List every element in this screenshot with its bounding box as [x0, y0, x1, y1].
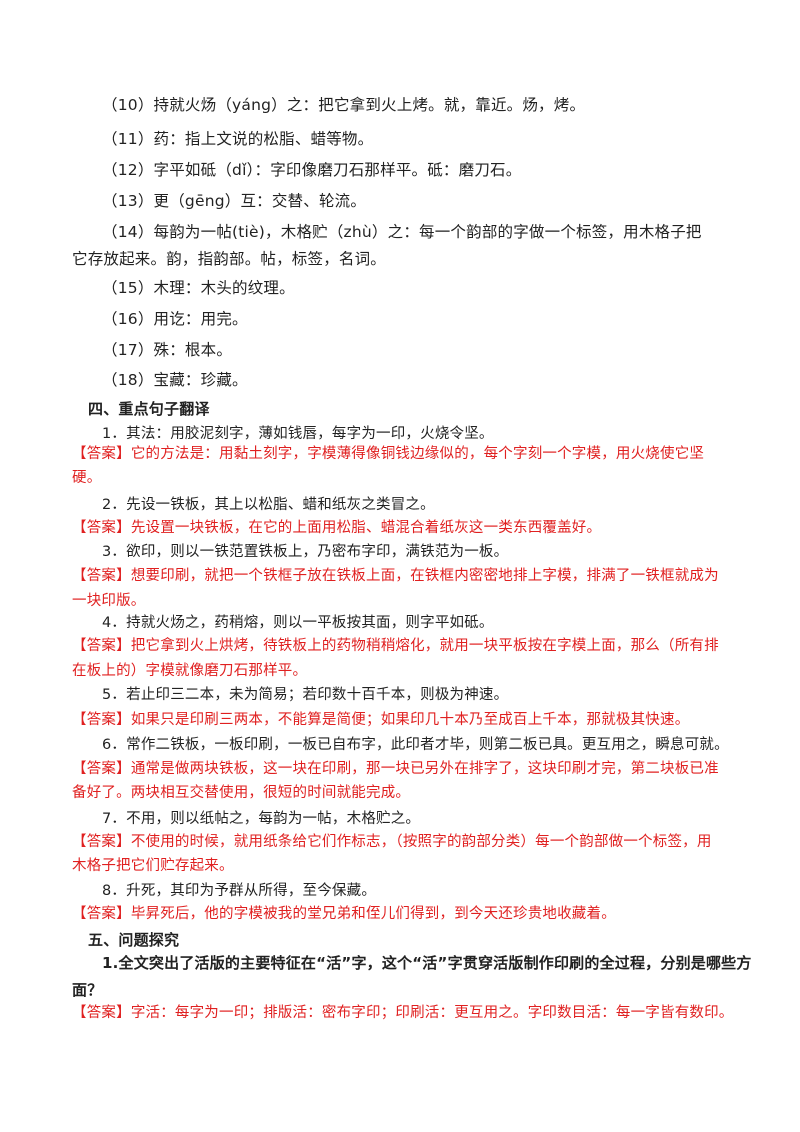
answer-text: 通常是做两块铁板，这一块在印刷，那一块已另外在排字了，这块印刷才完，第二块板已准 — [130, 761, 719, 777]
section-heading-4: 四、重点句子翻译 — [88, 400, 210, 418]
answer-1-continued: 硬。 — [72, 470, 102, 486]
sentence-8: 8．升死，其印为予群从所得，至今保藏。 — [102, 883, 377, 899]
answer-tag: 【答案】 — [72, 712, 131, 728]
note-17: （17）殊：根本。 — [102, 341, 233, 359]
answer-tag: 【答案】 — [72, 446, 131, 462]
sentence-6: 6．常作二铁板，一板印刷，一板已自布字，此印者才毕，则第二板已具。更互用之，瞬息… — [102, 737, 729, 753]
note-13: （13）更（gēng）互：交替、轮流。 — [102, 192, 367, 210]
sentence-4: 4．持就火炀之，药稍熔，则以一平板按其面，则字平如砥。 — [102, 615, 494, 631]
final-answer: 【答案】字活：每字为一印；排版活：密布字印；印刷活：更互用之。字印数目活：每一字… — [72, 998, 734, 1028]
note-16: （16）用讫：用完。 — [102, 310, 248, 328]
note-12: （12）字平如砥（dǐ）：字印像磨刀石那样平。砥：磨刀石。 — [102, 161, 522, 179]
answer-tag: 【答案】 — [72, 1005, 131, 1021]
section-heading-5: 五、问题探究 — [88, 931, 180, 949]
answer-text: 它的方法是：用黏土刻字，字模薄得像铜钱边缘似的，每个字刻一个字模，用火烧使它坚 — [130, 446, 705, 462]
question-1: 1.全文突出了活版的主要特征在“活”字，这个“活”字贯穿活版制作印刷的全过程，分… — [102, 954, 752, 972]
answer-text: 字活：每字为一印；排版活：密布字印；印刷活：更互用之。字印数目活：每一字皆有数印… — [130, 1005, 734, 1021]
note-15: （15）木理：木头的纹理。 — [102, 279, 295, 297]
sentence-3: 3．欲印，则以一铁范置铁板上，乃密布字印，满铁范为一板。 — [102, 544, 509, 560]
question-1-continued: 面？ — [72, 981, 103, 999]
sentence-5: 5．若止印三二本，未为简易；若印数十百千本，则极为神速。 — [102, 687, 509, 703]
note-18: （18）宝藏：珍藏。 — [102, 371, 248, 389]
answer-tag: 【答案】 — [72, 568, 131, 584]
answer-8: 【答案】毕昇死后，他的字模被我的堂兄弟和侄儿们得到，到今天还珍贵地收藏着。 — [72, 899, 616, 929]
note-10: （10）持就火炀（yáng）之：把它拿到火上烤。就，靠近。炀，烤。 — [102, 96, 586, 114]
answer-text: 如果只是印刷三两本，不能算是简便；如果印几十本乃至成百上千本，那就极其快速。 — [130, 712, 690, 728]
answer-7: 【答案】不使用的时候，就用纸条给它们作标志，（按照字的韵部分类）每一个韵部做一个… — [72, 827, 712, 857]
sentence-1: 1．其法：用胶泥刻字，薄如钱唇，每字为一印，火烧令坚。 — [102, 426, 494, 442]
answer-4: 【答案】把它拿到火上烘烤，待铁板上的药物稍稍熔化，就用一块平板按在字模上面，那么… — [72, 631, 719, 661]
sentence-7: 7．不用，则以纸帖之，每韵为一帖，木格贮之。 — [102, 811, 421, 827]
answer-7-continued: 木格子把它们贮存起来。 — [72, 858, 234, 874]
answer-5: 【答案】如果只是印刷三两本，不能算是简便；如果印几十本乃至成百上千本，那就极其快… — [72, 705, 689, 735]
answer-text: 毕昇死后，他的字模被我的堂兄弟和侄儿们得到，到今天还珍贵地收藏着。 — [130, 906, 616, 922]
answer-6: 【答案】通常是做两块铁板，这一块在印刷，那一块已另外在排字了，这块印刷才完，第二… — [72, 754, 719, 784]
answer-tag: 【答案】 — [72, 834, 131, 850]
note-14-continued: 它存放起来。韵，指韵部。帖，标签，名词。 — [72, 250, 387, 268]
answer-1: 【答案】它的方法是：用黏土刻字，字模薄得像铜钱边缘似的，每个字刻一个字模，用火烧… — [72, 439, 704, 469]
sentence-2: 2．先设一铁板，其上以松脂、蜡和纸灰之类冒之。 — [102, 497, 435, 513]
answer-tag: 【答案】 — [72, 520, 131, 536]
answer-text: 先设置一块铁板，在它的上面用松脂、蜡混合着纸灰这一类东西覆盖好。 — [130, 520, 602, 536]
answer-6-continued: 备好了。两块相互交替使用，很短的时间就能完成。 — [72, 785, 411, 801]
answer-tag: 【答案】 — [72, 638, 131, 654]
answer-4-continued: 在板上的）字模就像磨刀石那样平。 — [72, 663, 308, 679]
answer-text: 把它拿到火上烘烤，待铁板上的药物稍稍熔化，就用一块平板按在字模上面，那么（所有排 — [130, 638, 719, 654]
answer-tag: 【答案】 — [72, 906, 131, 922]
note-14: （14）每韵为一帖(tiè)，木格贮（zhù）之：每一个韵部的字做一个标签，用木… — [102, 223, 702, 241]
answer-3-continued: 一块印版。 — [72, 593, 146, 609]
answer-tag: 【答案】 — [72, 761, 131, 777]
answer-3: 【答案】想要印刷，就把一个铁框子放在铁板上面，在铁框内密密地排上字模，排满了一铁… — [72, 561, 719, 591]
answer-2: 【答案】先设置一块铁板，在它的上面用松脂、蜡混合着纸灰这一类东西覆盖好。 — [72, 513, 601, 543]
answer-text: 想要印刷，就把一个铁框子放在铁板上面，在铁框内密密地排上字模，排满了一铁框就成为 — [130, 568, 719, 584]
note-11: （11）药：指上文说的松脂、蜡等物。 — [102, 130, 374, 148]
answer-text: 不使用的时候，就用纸条给它们作标志，（按照字的韵部分类）每一个韵部做一个标签，用 — [130, 834, 712, 850]
